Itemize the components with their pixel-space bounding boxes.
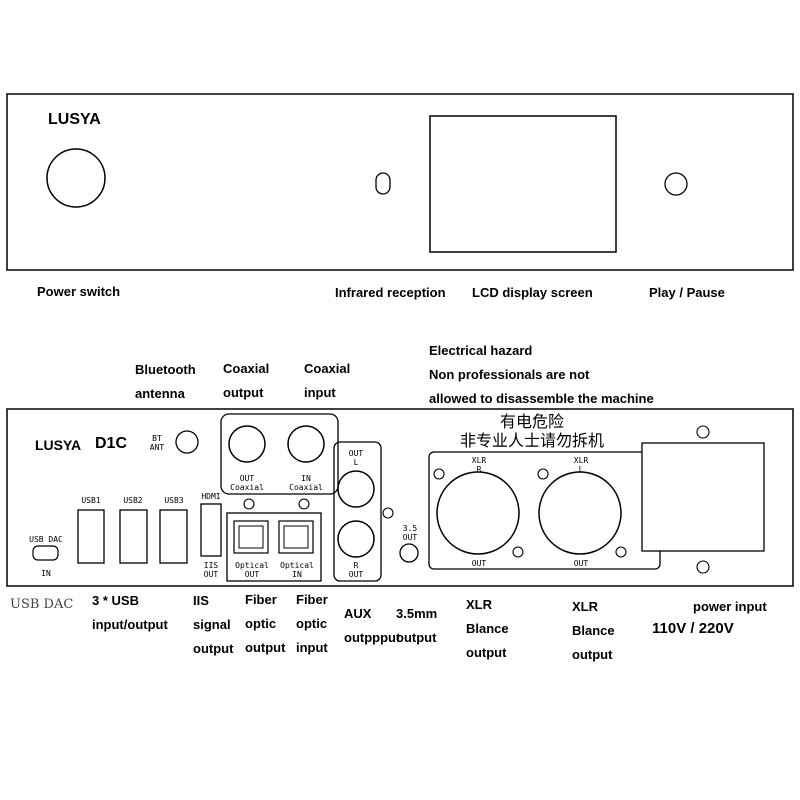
screw-hole [433, 468, 445, 480]
coaxial-input-jack [287, 425, 325, 463]
aux-left-jack [337, 470, 375, 508]
rear-model-name: D1C [95, 435, 128, 452]
headphone-jack [399, 543, 419, 563]
coaxial-group-frame [220, 413, 339, 495]
optical-in-inner [283, 525, 309, 549]
label-voltage: 110V / 220V [652, 620, 734, 637]
xlr-l-out-text: OUT [573, 559, 589, 568]
hdmi-text: HDMI [201, 492, 221, 501]
aux-right-jack [337, 520, 375, 558]
screw-hole [512, 546, 524, 558]
power-input-socket [641, 442, 765, 552]
usb3-text: USB3 [164, 496, 184, 505]
label-power-switch: Power switch [37, 284, 121, 299]
screw-hole [382, 507, 394, 519]
infrared-receiver [375, 172, 391, 195]
optical-group-frame [226, 512, 322, 582]
usb3-port [159, 509, 188, 564]
usb-dac-text: USB DAC [29, 535, 63, 544]
play-pause-button [664, 172, 688, 196]
usb-dac-port [32, 545, 59, 561]
bluetooth-antenna-connector [175, 430, 199, 454]
label-lcd-display: LCD display screen [472, 285, 593, 300]
screw-hole [537, 468, 549, 480]
xlr-right-connector [436, 471, 520, 555]
optical-out-inner [238, 525, 264, 549]
usb-dac-in-text: IN [41, 569, 51, 578]
front-brand-logo: LUSYA [48, 111, 101, 128]
xlr-r-out-text: OUT [471, 559, 487, 568]
coaxial-output-jack [228, 425, 266, 463]
screw-hole [696, 425, 710, 439]
screw-hole [615, 546, 627, 558]
front-panel [6, 93, 794, 271]
aux-group-frame [333, 441, 382, 582]
label-infrared-reception: Infrared reception [335, 285, 446, 300]
rear-brand-logo: LUSYA [35, 437, 82, 453]
power-switch-knob [46, 148, 106, 208]
label-usb-dac: USB DAC [10, 597, 74, 612]
lcd-display-screen [429, 115, 617, 253]
usb1-port [77, 509, 105, 564]
screw-hole [696, 560, 710, 574]
label-power-input: power input [693, 599, 767, 614]
hdmi-iis-port [200, 503, 222, 557]
usb1-text: USB1 [81, 496, 101, 505]
screw-hole [298, 498, 310, 510]
chinese-warning-text: 有电危险非专业人士请勿拆机 [459, 412, 604, 450]
usb2-text: USB2 [123, 496, 143, 505]
xlr-left-connector [538, 471, 622, 555]
label-play-pause: Play / Pause [649, 285, 725, 300]
screw-hole [243, 498, 255, 510]
usb2-port [119, 509, 148, 564]
